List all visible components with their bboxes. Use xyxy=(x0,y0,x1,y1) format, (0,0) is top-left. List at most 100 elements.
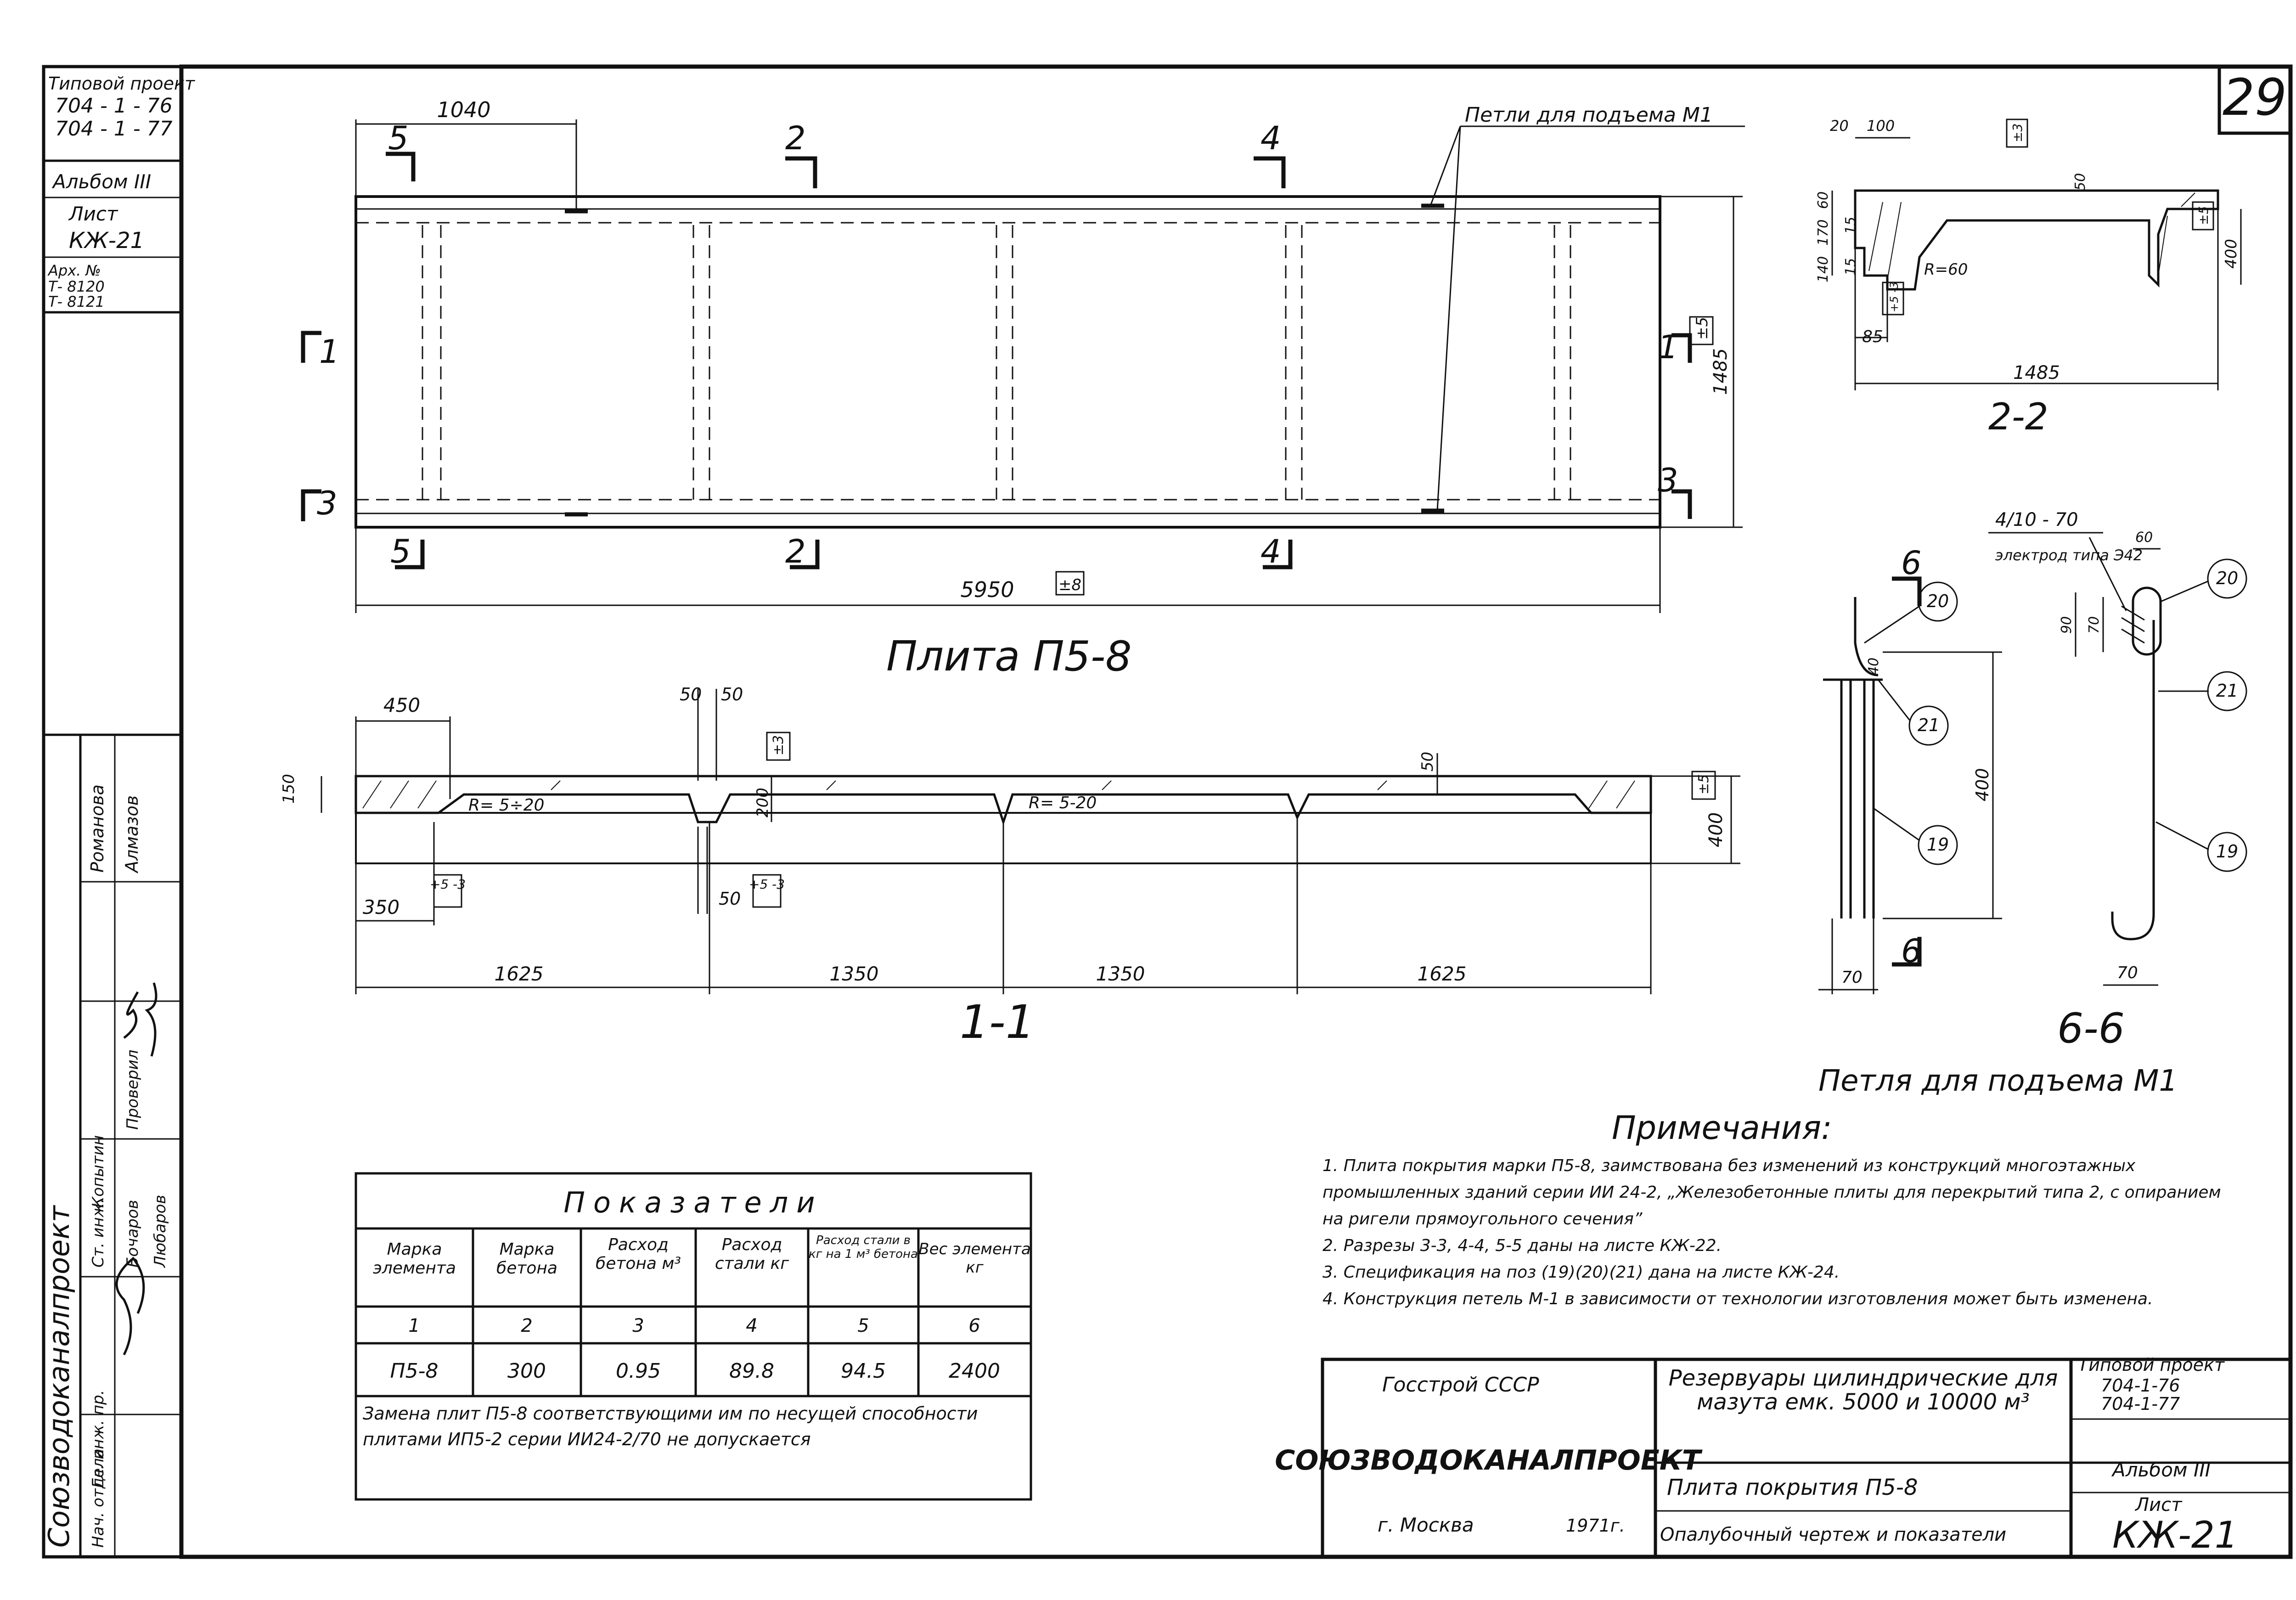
indicators-val-2: 300 xyxy=(507,1359,546,1383)
sec11-dim-50b: 50 xyxy=(721,684,743,704)
note-2: 2. Разрезы 3-3, 4-4, 5-5 даны на листе К… xyxy=(1322,1236,1722,1255)
indicators-num-3: 3 xyxy=(632,1315,644,1336)
tb-sheet-code: КЖ-21 xyxy=(2112,1514,2238,1556)
sheet-number-box xyxy=(2217,65,2292,135)
stamp-archive-label: Арх. № xyxy=(47,262,101,279)
sec11-dim-1: 1625 xyxy=(495,963,544,985)
signature xyxy=(115,1256,145,1356)
loop-dim-70c: 70 xyxy=(2086,616,2102,634)
plan-tol-length: ±8 xyxy=(1058,576,1081,594)
indicators-header-5: Расход стали в кг на 1 м³ бетона xyxy=(809,1234,918,1261)
tb-content: Опалубочный чертеж и показатели xyxy=(1660,1524,2006,1545)
side-role-2: Гл. инж. пр. xyxy=(89,1390,107,1488)
loop-pos-20b: 20 xyxy=(2216,568,2238,588)
indicators-table: Показатели Марка элемента Марка бетона Р… xyxy=(355,1172,1032,1501)
loop-cut-bottom: 6 xyxy=(1901,932,1922,970)
plan-tol-width: ±5 xyxy=(1693,317,1711,340)
sec22-dim-400: 400 xyxy=(2222,239,2240,269)
indicators-val-3: 0.95 xyxy=(616,1359,661,1383)
plan-view: 1040 5950 ±8 1485 ±5 Петли для подъема М… xyxy=(301,97,1745,681)
sec11-dim-50d: 50 xyxy=(1418,752,1437,772)
note-3: 3. Спецификация на поз (19)(20)(21) дана… xyxy=(1322,1263,1840,1282)
sec11-dim-450: 450 xyxy=(383,694,420,716)
sec22-radius: R=60 xyxy=(1924,260,1968,279)
loop-dim-40: 40 xyxy=(1866,658,1882,675)
plan-title: Плита П5-8 xyxy=(886,632,1132,681)
sec22-tol-left: +5 -3 xyxy=(1888,282,1901,312)
sec11-dim-50a: 50 xyxy=(680,684,702,704)
sec22-dim-85: 85 xyxy=(1862,327,1883,346)
stamp-project-label: Типовой проект xyxy=(48,73,196,94)
notes: Примечания: 1. Плита покрытия марки П5-8… xyxy=(1322,1109,2221,1308)
loop-pos-19b: 19 xyxy=(2216,841,2238,862)
loop-cut-top: 6 xyxy=(1901,544,1922,582)
cut-2-bottom: 2 xyxy=(785,533,806,570)
sec22-tol-right: ±5 xyxy=(2196,206,2211,225)
indicators-header-2: Марка бетона xyxy=(496,1240,557,1278)
indicators-header-1: Марка элемента xyxy=(373,1240,456,1278)
sec11-tol-a: ±3 xyxy=(771,735,787,755)
sec22-title: 2-2 xyxy=(1988,395,2048,438)
stamp-project-1: 704 - 1 - 76 xyxy=(55,94,173,118)
plan-dim-5950: 5950 xyxy=(960,577,1014,602)
sec11-dim-4: 1625 xyxy=(1418,963,1467,985)
tb-sheet-label: Лист xyxy=(2134,1494,2183,1515)
cut-2-top: 2 xyxy=(785,119,806,157)
plan-dim-1485: 1485 xyxy=(1710,348,1731,395)
sec11-radius-1: R= 5÷20 xyxy=(468,796,545,815)
indicators-val-4: 89.8 xyxy=(729,1359,774,1383)
side-org-name: Союзводоканалпроект xyxy=(42,1205,76,1548)
loop-weld: 4/10 - 70 xyxy=(1995,509,2078,530)
sec22-dim-1485: 1485 xyxy=(2013,362,2060,383)
sec11-tol-d: +5 -3 xyxy=(749,877,785,892)
tb-city: г. Москва xyxy=(1378,1514,1474,1536)
indicators-note: Замена плит П5-8 соответствующими им по … xyxy=(363,1403,978,1449)
sec11-dim-3: 1350 xyxy=(1096,963,1145,985)
indicators-val-1: П5-8 xyxy=(390,1359,439,1383)
tb-project-2: 704-1-77 xyxy=(2101,1394,2180,1414)
loop-section-title: 6-6 xyxy=(2057,1004,2125,1053)
indicators-title: Показатели xyxy=(563,1186,823,1219)
stamp-archive-2: Т- 8121 xyxy=(48,293,105,310)
loop-electrode: электрод типа Э42 xyxy=(1995,546,2143,564)
stamp-sheet-code: КЖ-21 xyxy=(69,228,144,254)
sec22-dim-60: 60 xyxy=(1815,192,1831,209)
tb-org: СОЮЗВОДОКАНАЛПРОЕКТ xyxy=(1275,1444,1702,1476)
loop-title: Петля для подъема М1 xyxy=(1818,1064,2178,1098)
cut-4-top: 4 xyxy=(1261,119,1281,157)
sec11-dim-150: 150 xyxy=(280,774,298,804)
stamp-archive-1: Т- 8120 xyxy=(48,278,105,295)
tb-item: Плита покрытия П5-8 xyxy=(1667,1475,1918,1500)
title-block: Госстрой СССР СОЮЗВОДОКАНАЛПРОЕКТ г. Мос… xyxy=(1275,1355,2292,1559)
loop-detail: 70 400 40 6 6 20 21 19 70 90 60 70 4/10 … xyxy=(1818,509,2247,1098)
signature xyxy=(123,991,139,1039)
sec11-dim-50c: 50 xyxy=(719,889,741,909)
indicators-header-4: Расход стали кг xyxy=(715,1235,789,1273)
tb-album: Альбом III xyxy=(2111,1459,2211,1481)
cut-3-right: 3 xyxy=(1658,462,1678,499)
section-2-2: 1485 85 20 100 60 170 140 15 15 50 400 ±… xyxy=(1815,117,2242,438)
indicators-header-6: Вес элемента кг xyxy=(918,1240,1031,1277)
loop-dim-90: 90 xyxy=(2059,616,2075,634)
sec22-dim-15b: 15 xyxy=(1843,258,1859,276)
loop-pos-19a: 19 xyxy=(1927,834,1949,855)
side-name-7: Алмазов xyxy=(122,795,142,874)
signature xyxy=(145,982,158,1057)
sec22-tol-top: ±3 xyxy=(2010,124,2025,142)
note-1: 1. Плита покрытия марки П5-8, заимствова… xyxy=(1322,1156,2221,1228)
side-name-4: Проверил xyxy=(124,1050,142,1130)
plan-dim-1040: 1040 xyxy=(437,97,490,122)
cut-5-top: 5 xyxy=(388,119,409,157)
note-4: 4. Конструкция петель М-1 в зависимости … xyxy=(1322,1290,2153,1308)
tb-project-1: 704-1-76 xyxy=(2101,1375,2180,1396)
side-role-7: Романова xyxy=(87,784,107,873)
side-name-5: Бочаров xyxy=(124,1200,142,1268)
loop-pos-21a: 21 xyxy=(1918,715,1940,735)
sec11-dim-200: 200 xyxy=(754,788,772,817)
side-role-4: Ст. инж. xyxy=(89,1198,107,1268)
sec11-dim-400: 400 xyxy=(1705,812,1727,847)
side-name-6: Любаров xyxy=(151,1195,169,1268)
plan-loop-label: Петли для подъема М1 xyxy=(1465,103,1713,127)
sec22-dim-50: 50 xyxy=(2072,173,2088,191)
tb-year: 1971г. xyxy=(1566,1515,1625,1536)
